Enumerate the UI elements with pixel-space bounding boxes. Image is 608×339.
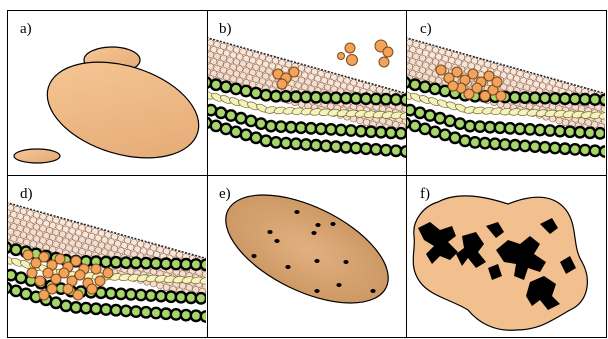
vascular-cell [221, 82, 231, 92]
surface-cell [201, 38, 208, 45]
small-blob-left [14, 149, 60, 163]
panel-b: b) [201, 21, 416, 157]
panel-d: d) [1, 186, 217, 322]
panel-d-label: d) [20, 186, 33, 202]
surface-cell [556, 117, 563, 124]
surface-cell [201, 74, 208, 81]
infiltrating-cell [91, 264, 101, 274]
vascular-cell [211, 80, 221, 90]
vascular-cell [16, 273, 26, 283]
vascular-cell [415, 108, 425, 118]
vascular-cell [401, 146, 411, 156]
vascular-cell [11, 245, 21, 255]
surface-cell [201, 50, 208, 57]
panel-c-label: c) [420, 21, 432, 37]
surface-cell [1, 215, 8, 222]
infiltrating-cell [496, 91, 506, 101]
free-orange-cells [338, 40, 394, 67]
surface-cell [163, 284, 170, 291]
surface-cell [201, 62, 208, 69]
surface-cell [205, 278, 212, 285]
vascular-cell [261, 90, 271, 100]
vascular-cell [420, 82, 430, 92]
surface-cell [205, 290, 212, 297]
oval-spotted-body [209, 173, 404, 326]
panel-e-label: e) [219, 186, 231, 202]
panel-a-label: a) [20, 21, 32, 37]
infiltrating-cell [436, 65, 446, 75]
vascular-cell [261, 136, 271, 146]
vascular-cell [251, 88, 261, 98]
tissue-layer-c [400, 37, 608, 157]
vascular-cell [236, 113, 246, 123]
surface-cell [400, 62, 407, 69]
surface-cell [357, 117, 364, 124]
tissue-layer-d [1, 202, 217, 322]
infiltrating-cell [55, 254, 65, 264]
vascular-cell [241, 86, 251, 96]
large-cell-blob [36, 45, 211, 175]
surface-cell [562, 119, 569, 126]
vascular-cell [256, 118, 266, 128]
vascular-cell [61, 301, 71, 311]
vascular-cell [425, 110, 435, 120]
infiltrating-cell [472, 83, 482, 93]
infiltrating-cell [103, 268, 113, 278]
vascular-cell [231, 127, 241, 137]
surface-cell [400, 38, 407, 45]
panel-b-label: b) [219, 21, 232, 37]
vascular-cell [201, 77, 211, 87]
infiltrating-cell [27, 268, 37, 278]
surface-cell [400, 74, 407, 81]
infiltrating-cell [492, 77, 502, 87]
surface-cell [363, 119, 370, 126]
infiltrating-cell [75, 270, 85, 280]
panel-f-label: f) [420, 186, 430, 202]
surface-cell [205, 266, 212, 273]
surface-cell [1, 239, 8, 246]
surface-cell [400, 50, 407, 57]
panel-e: e) [209, 173, 404, 326]
vascular-cell [226, 110, 236, 120]
infiltrating-cell [39, 290, 49, 300]
vascular-cell [435, 113, 445, 123]
vascular-cell [455, 118, 465, 128]
infiltrating-cell [95, 276, 105, 286]
infiltrating-cell [452, 67, 462, 77]
panel-a: a) [14, 21, 210, 175]
infiltrating-cell [289, 67, 299, 77]
infiltrating-cell [23, 250, 33, 260]
infiltrating-cell [73, 290, 83, 300]
vascular-cell [460, 136, 470, 146]
vascular-cell [231, 84, 241, 94]
panel-c: c) [400, 21, 608, 157]
vascular-cell [1, 242, 11, 252]
surface-cell [1, 203, 8, 210]
surface-cell [157, 282, 164, 289]
infiltrating-cell [39, 252, 49, 262]
vascular-cell [410, 80, 420, 90]
infiltrating-cell [87, 284, 97, 294]
vascular-cell [216, 108, 226, 118]
infiltrating-cell [59, 268, 69, 278]
vascular-cell [201, 260, 211, 270]
infiltrating-cell [71, 256, 81, 266]
surface-cell [1, 227, 8, 234]
infiltrating-cell [63, 284, 73, 294]
panel-f: f) [413, 186, 587, 330]
infiltrating-cell [35, 276, 45, 286]
vascular-cell [430, 84, 440, 94]
vascular-cell [445, 116, 455, 126]
vascular-cell [246, 116, 256, 126]
vascular-cell [430, 127, 440, 137]
infiltrating-cell [468, 69, 478, 79]
infiltrating-cell [448, 81, 458, 91]
infiltrating-cell [277, 79, 287, 89]
vascular-cell [201, 311, 211, 321]
vascular-cell [400, 77, 410, 87]
